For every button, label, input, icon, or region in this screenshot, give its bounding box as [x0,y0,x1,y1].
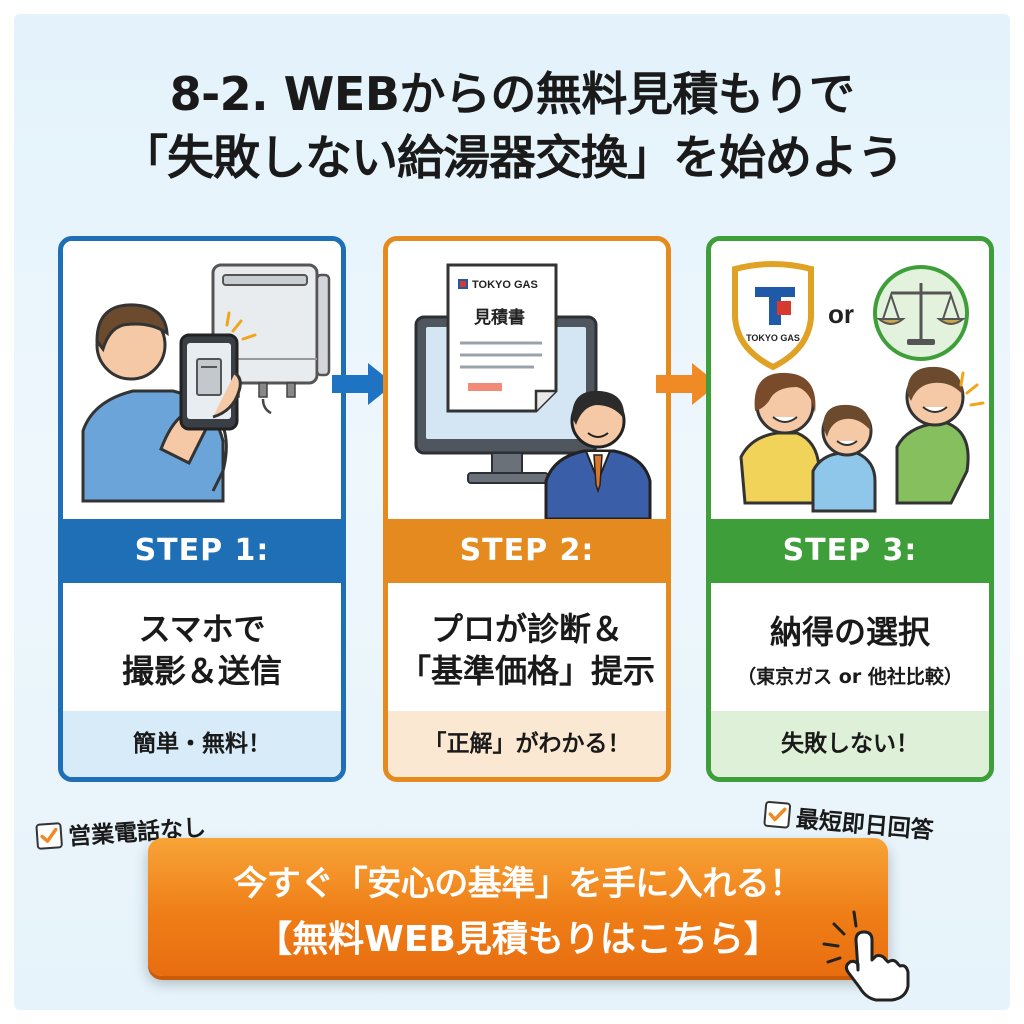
step-2-description: プロが診断＆ 「基準価格」提示 [388,583,666,717]
step-3-main-line-1: 納得の選択 [769,613,930,652]
document-brand: TOKYO GAS [472,279,538,291]
step-2-illustration: TOKYO GAS 見積書 [388,241,666,519]
step-1-illustration [63,241,341,519]
or-text: or [828,299,854,329]
step-3-label: STEP 3: [711,519,989,583]
title-line-2: 「失敗しない給湯器交換」を始めよう [121,130,904,186]
note-no-sales-calls: 営業電話なし [35,808,207,854]
step-2-main-line-1: プロが診断＆ [430,609,623,648]
free-web-estimate-button[interactable]: 今すぐ「安心の基準」を手に入れる！ 【無料WEB見積もりはこちら】 [148,838,888,976]
shield-brand: TOKYO GAS [746,333,800,343]
step-1-description: スマホで 撮影＆送信 [63,583,341,717]
estimate-document-icon: TOKYO GAS 見積書 [446,263,558,413]
checkbox-icon [763,800,792,829]
step-3-card: TOKYO GAS or [706,236,994,782]
note-fast-reply: 最短即日回答 [763,797,935,846]
consultant-person [544,390,652,519]
page-title: 8-2. WEBからの無料見積もりで 「失敗しない給湯器交換」を始めよう [14,66,1010,188]
pointer-hand-icon [822,910,910,1002]
step-2-card: TOKYO GAS 見積書 STEP 2: プロが診 [383,236,671,782]
cta-line-1: 今すぐ「安心の基準」を手に入れる！ [233,864,803,904]
title-line-1: 8-2. WEBからの無料見積もりで [169,67,855,121]
infographic-canvas: 8-2. WEBからの無料見積もりで 「失敗しない給湯器交換」を始めよう [14,14,1010,1010]
step-2-footer: 「正解」がわかる！ [388,711,666,777]
step-2-main-line-2: 「基準価格」提示 [398,652,655,690]
step-3-sub: （東京ガス or 他社比較） [737,665,963,688]
step-1-footer: 簡単・無料！ [63,711,341,777]
document-title: 見積書 [473,307,525,328]
step-2-label: STEP 2: [388,519,666,583]
arrow-right-icon [332,363,394,405]
cta-line-2: 【無料WEB見積もりはこちら】 [256,919,780,960]
smartphone-icon [179,333,239,431]
step-1-card: STEP 1: スマホで 撮影＆送信 簡単・無料！ [58,236,346,782]
step-1-main-line-1: スマホで [138,609,266,648]
step-1-label: STEP 1: [63,519,341,583]
step-3-footer: 失敗しない！ [711,711,989,777]
balance-scale-icon [873,265,969,361]
step-3-description: 納得の選択 （東京ガス or 他社比較） [711,583,989,717]
shield-logo-icon: TOKYO GAS [732,261,814,371]
happy-family [739,366,970,513]
step-3-illustration: TOKYO GAS or [711,241,989,519]
checkbox-icon [35,822,64,850]
arrow-right-icon [656,363,718,405]
step-1-main-line-2: 撮影＆送信 [121,652,282,690]
